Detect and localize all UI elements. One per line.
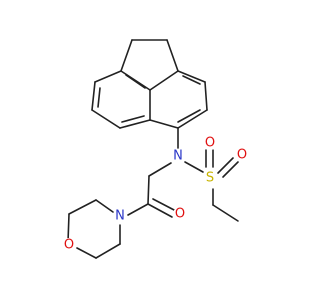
bond [120,70,151,91]
bond-double-inner [125,74,146,89]
bond [152,198,177,212]
atom-label-O: O [64,238,74,253]
bond [94,70,122,83]
atom-label-N: N [173,149,183,164]
bond [91,109,121,129]
atom-label-layer: N S O O O N O [62,136,249,253]
bond [212,204,239,222]
bond [119,119,151,129]
atom-label-O: O [237,148,247,163]
atom-O-carbonyl: O [173,207,187,222]
bond [148,162,172,177]
bond [149,70,179,91]
atom-S1: S [203,171,217,186]
atom-label-O: O [175,207,185,222]
bond [95,199,114,213]
bond [149,119,179,129]
bond-double-inner [121,115,145,123]
bond-double-inner [177,109,201,123]
atom-N1: N [171,149,185,164]
bond-double-inner [182,75,201,85]
bond [177,70,206,83]
bond [204,81,208,111]
atom-O-morpholine: O [62,238,76,253]
bond-double-inner [97,87,101,108]
bond [147,203,173,218]
bond-layer [67,39,239,259]
bond [166,39,179,72]
bond [177,109,208,129]
atom-N2: N [113,209,127,224]
bond [127,203,149,216]
atom-label-S: S [206,171,214,186]
bond [68,199,97,215]
atom-label-N: N [115,209,125,224]
molecule-structure: N S O O O N O [62,39,249,259]
bond [120,39,133,72]
bond [147,175,150,205]
bond [95,243,121,259]
bond [184,161,204,173]
bond [76,247,97,259]
atom-label-O: O [205,136,215,151]
bond [222,161,239,178]
bond [67,213,70,243]
bond [217,157,234,174]
atom-O-sulfonyl-right: O [235,148,249,163]
bond [91,81,96,111]
atom-O-sulfonyl-up: O [203,136,217,151]
